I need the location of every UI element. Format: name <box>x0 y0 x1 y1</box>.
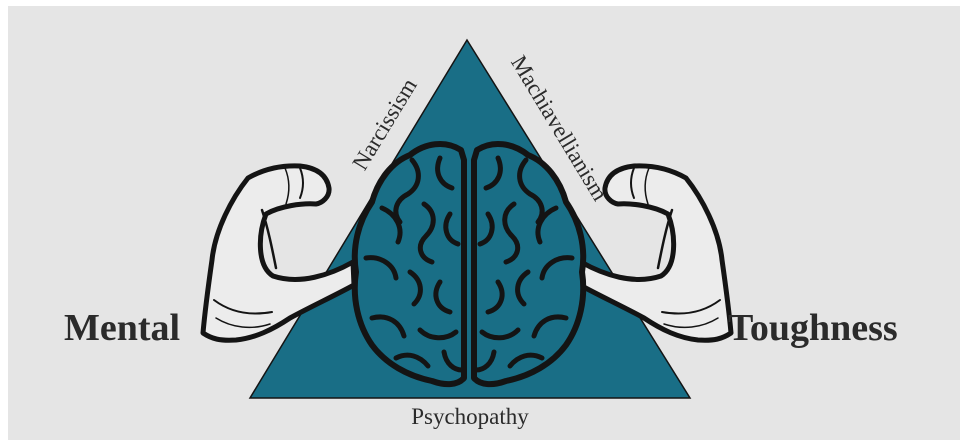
brain-left-folds <box>363 155 465 373</box>
label-psychopathy: Psychopathy <box>411 404 529 429</box>
brain-right-hemisphere <box>471 141 587 388</box>
label-mental: Mental <box>64 307 181 349</box>
label-toughness: Toughness <box>728 307 898 349</box>
brain-right-folds <box>473 155 575 373</box>
brain-icon <box>351 141 587 388</box>
flexed-arm-right-icon <box>577 163 734 343</box>
dark-triad-triangle <box>248 38 692 399</box>
flexed-arm-left-icon <box>200 163 357 343</box>
brain-left-hemisphere <box>351 141 467 388</box>
